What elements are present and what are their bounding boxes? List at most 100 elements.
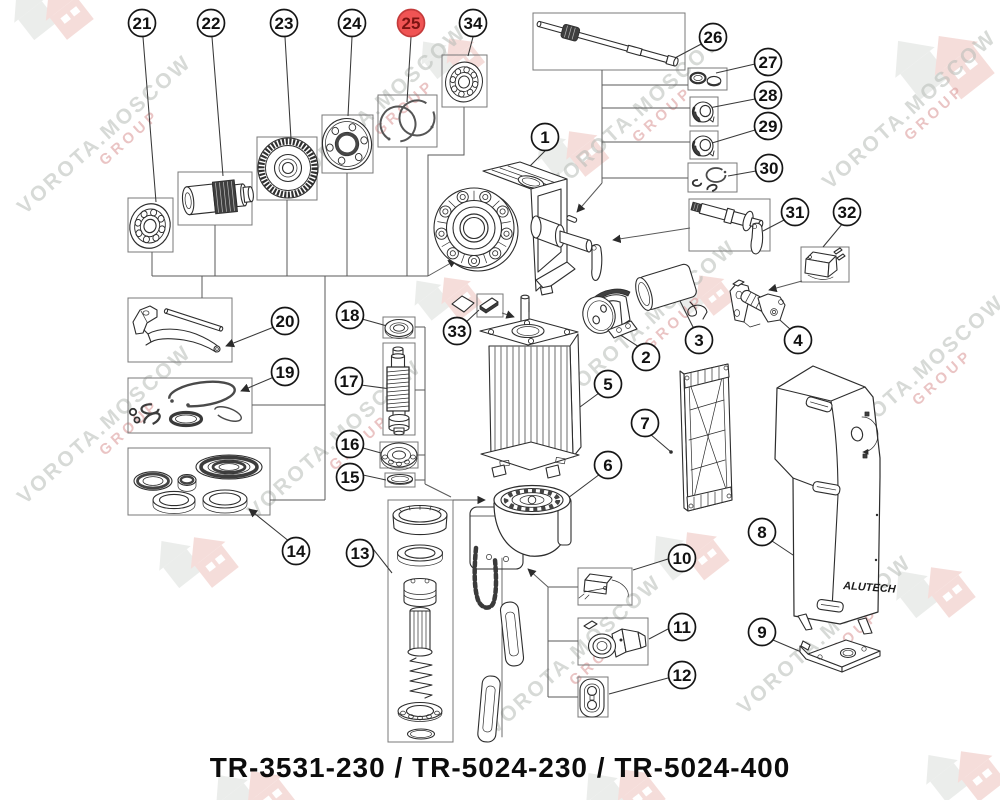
part-connector-11 bbox=[583, 620, 647, 659]
svg-text:17: 17 bbox=[340, 372, 359, 391]
callout-29: 29 bbox=[753, 111, 783, 141]
callout-13: 13 bbox=[345, 538, 375, 568]
svg-text:32: 32 bbox=[838, 203, 857, 222]
svg-text:6: 6 bbox=[603, 456, 612, 475]
callout-31: 31 bbox=[780, 197, 810, 227]
watermark-text: VOROTA.MOSCOW bbox=[13, 51, 196, 219]
callout-10: 10 bbox=[667, 543, 697, 573]
watermark-logo bbox=[145, 510, 243, 607]
callout-14: 14 bbox=[281, 536, 311, 566]
callout-26: 26 bbox=[698, 22, 728, 52]
part-grommet-12 bbox=[579, 678, 605, 718]
svg-text:7: 7 bbox=[640, 414, 649, 433]
part-input-shaft-26 bbox=[536, 20, 679, 67]
part-camnut-29 bbox=[691, 134, 716, 158]
part-box-27 bbox=[687, 67, 728, 91]
callout-27: 27 bbox=[753, 47, 783, 77]
svg-text:1: 1 bbox=[540, 128, 549, 147]
svg-text:31: 31 bbox=[786, 203, 805, 222]
part-seals-27 bbox=[689, 71, 722, 87]
svg-text:4: 4 bbox=[793, 331, 803, 350]
callout-24: 24 bbox=[337, 8, 367, 38]
callout-15: 15 bbox=[335, 462, 365, 492]
svg-text:22: 22 bbox=[202, 14, 221, 33]
svg-text:34: 34 bbox=[464, 14, 483, 33]
part-circlip-kit-19 bbox=[128, 380, 243, 428]
callout-32: 32 bbox=[832, 197, 862, 227]
part-piston-kit-13 bbox=[392, 504, 448, 740]
part-gearbox-housing-1 bbox=[433, 161, 603, 296]
svg-text:18: 18 bbox=[341, 306, 360, 325]
callout-21: 21 bbox=[127, 8, 157, 38]
part-box-20 bbox=[127, 297, 233, 363]
part-cover-8: ALUTECH bbox=[774, 365, 897, 635]
svg-text:13: 13 bbox=[351, 544, 370, 563]
part-coupling-22 bbox=[181, 179, 254, 216]
svg-text:24: 24 bbox=[343, 14, 362, 33]
callout-34: 34 bbox=[458, 8, 488, 38]
svg-text:21: 21 bbox=[133, 14, 152, 33]
svg-text:10: 10 bbox=[673, 549, 692, 568]
callout-6: 6 bbox=[593, 450, 623, 480]
svg-text:12: 12 bbox=[673, 666, 692, 685]
callout-18: 18 bbox=[335, 300, 365, 330]
part-box-28 bbox=[689, 96, 719, 127]
part-ring-kit-30 bbox=[691, 167, 727, 193]
part-flange-24 bbox=[321, 117, 373, 171]
svg-text:9: 9 bbox=[757, 623, 766, 642]
callout-7: 7 bbox=[630, 408, 660, 438]
part-box-31 bbox=[688, 198, 771, 252]
part-group-boxes bbox=[127, 12, 850, 743]
callout-30: 30 bbox=[754, 153, 784, 183]
callout-4: 4 bbox=[783, 325, 813, 355]
cover-handle-clip bbox=[812, 481, 841, 496]
svg-text:29: 29 bbox=[759, 117, 778, 136]
cover-handle-clip bbox=[805, 396, 833, 413]
svg-text:33: 33 bbox=[448, 322, 467, 341]
part-clamp-2 bbox=[582, 288, 638, 339]
part-bearing-21 bbox=[124, 198, 176, 254]
part-clutch-6 bbox=[469, 484, 572, 743]
svg-text:8: 8 bbox=[757, 523, 766, 542]
callout-33: 33 bbox=[442, 316, 472, 346]
svg-text:23: 23 bbox=[275, 14, 294, 33]
svg-text:27: 27 bbox=[759, 53, 778, 72]
part-bracket-4 bbox=[729, 279, 786, 328]
callout-2: 2 bbox=[631, 342, 661, 372]
part-rings-25 bbox=[379, 99, 436, 143]
part-release-lever-kit-20 bbox=[132, 305, 224, 353]
part-base-plate-9 bbox=[799, 639, 881, 673]
part-bearing-18 bbox=[384, 318, 414, 339]
chain-handle bbox=[499, 601, 525, 667]
part-worm-shaft-17 bbox=[386, 346, 410, 436]
svg-text:19: 19 bbox=[276, 363, 295, 382]
part-board-bracket-7 bbox=[679, 363, 733, 512]
part-capacitor-3 bbox=[635, 263, 708, 320]
part-box-26 bbox=[532, 12, 686, 71]
svg-text:25: 25 bbox=[402, 14, 421, 33]
svg-text:30: 30 bbox=[760, 159, 779, 178]
callout-20: 20 bbox=[270, 306, 300, 336]
svg-text:11: 11 bbox=[673, 618, 691, 637]
part-box-29 bbox=[689, 130, 719, 160]
cover-brand-label: ALUTECH bbox=[842, 580, 897, 596]
callout-9: 9 bbox=[747, 617, 777, 647]
svg-text:15: 15 bbox=[341, 468, 360, 487]
svg-text:26: 26 bbox=[704, 28, 723, 47]
callout-3: 3 bbox=[684, 325, 714, 355]
cover-handle-clip bbox=[816, 598, 844, 613]
part-box-21 bbox=[127, 197, 174, 253]
part-seal-kit-14 bbox=[133, 454, 263, 514]
callout-11: 11 bbox=[667, 612, 697, 642]
part-limit-switch-10 bbox=[578, 573, 629, 600]
chain-handle bbox=[477, 675, 501, 743]
callout-22: 22 bbox=[196, 8, 226, 38]
svg-text:2: 2 bbox=[641, 348, 650, 367]
svg-text:5: 5 bbox=[603, 375, 612, 394]
part-box-32 bbox=[800, 246, 850, 283]
callout-23: 23 bbox=[269, 8, 299, 38]
assembly-connector-lines bbox=[151, 70, 803, 698]
